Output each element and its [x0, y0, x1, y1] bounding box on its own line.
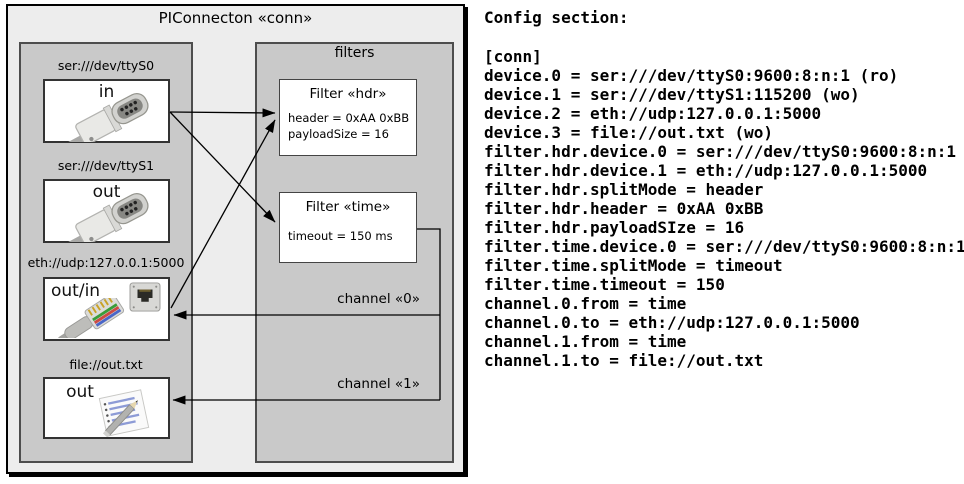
port-label: out [92, 182, 121, 202]
port-label: out [66, 382, 94, 402]
config-line: filter.hdr.splitMode = header [484, 180, 764, 199]
config-line: filter.time.splitMode = timeout [484, 256, 783, 275]
config-line: filter.hdr.header = 0xAA 0xBB [484, 199, 764, 218]
config-line: [conn] [484, 47, 542, 66]
filter-param: payloadSize = 16 [288, 127, 389, 141]
device-label-eth: eth://udp:127.0.0.1:5000 [27, 255, 185, 270]
config-heading: Config section: [484, 8, 629, 27]
port-label: in [98, 82, 115, 102]
config-line: channel.0.from = time [484, 294, 687, 313]
config-section: Config section: [conn] device.0 = ser://… [484, 8, 964, 370]
filters-panel-title: filters [334, 45, 375, 61]
diagram-title: PIConnecton «conn» [158, 9, 313, 27]
device-box-ttys1: out [43, 179, 170, 243]
config-line: channel.1.to = file://out.txt [484, 351, 764, 370]
ethernet-jack-icon [129, 282, 161, 312]
filter-box-hdr: Filter «hdr» header = 0xAA 0xBB payloadS… [279, 79, 417, 156]
config-line: device.1 = ser:///dev/ttyS1:115200 (wo) [484, 85, 860, 104]
config-line: filter.time.timeout = 150 [484, 275, 725, 294]
config-line: device.0 = ser:///dev/ttyS0:9600:8:n:1 (… [484, 66, 899, 85]
config-lines: [conn] device.0 = ser:///dev/ttyS0:9600:… [484, 47, 964, 370]
ethernet-cable-icon [57, 298, 125, 338]
config-line: device.3 = file://out.txt (wo) [484, 123, 773, 142]
serial-connector-icon [66, 92, 149, 142]
config-line: channel.0.to = eth://udp:127.0.0.1:5000 [484, 313, 860, 332]
config-line: filter.time.device.0 = ser:///dev/ttyS0:… [484, 237, 964, 256]
filter-param: header = 0xAA 0xBB [288, 111, 410, 125]
port-label: out/in [51, 281, 101, 301]
config-line: filter.hdr.device.1 = eth://udp:127.0.0.… [484, 161, 928, 180]
device-label-file: file://out.txt [69, 357, 143, 372]
device-box-ttys0: in [43, 79, 170, 143]
device-box-file: out [43, 377, 170, 439]
device-box-eth: out/in [43, 277, 170, 341]
config-line: filter.hdr.payloadSIze = 16 [484, 218, 745, 237]
config-line: device.2 = eth://udp:127.0.0.1:5000 [484, 104, 822, 123]
notepad-pencil-icon [98, 389, 150, 437]
filter-param: timeout = 150 ms [288, 229, 393, 243]
filter-title: Filter «time» [305, 199, 391, 215]
channel-label-0: channel «0» [337, 291, 420, 307]
channel-label-1: channel «1» [337, 376, 420, 392]
filter-box-time: Filter «time» timeout = 150 ms [279, 192, 417, 263]
serial-connector-icon [66, 192, 149, 242]
config-line: filter.hdr.device.0 = ser:///dev/ttyS0:9… [484, 142, 957, 161]
device-label-ttys1: ser:///dev/ttyS1 [57, 158, 155, 173]
filter-title: Filter «hdr» [309, 86, 387, 102]
config-line: channel.1.from = time [484, 332, 687, 351]
device-label-ttys0: ser:///dev/ttyS0 [57, 58, 155, 73]
